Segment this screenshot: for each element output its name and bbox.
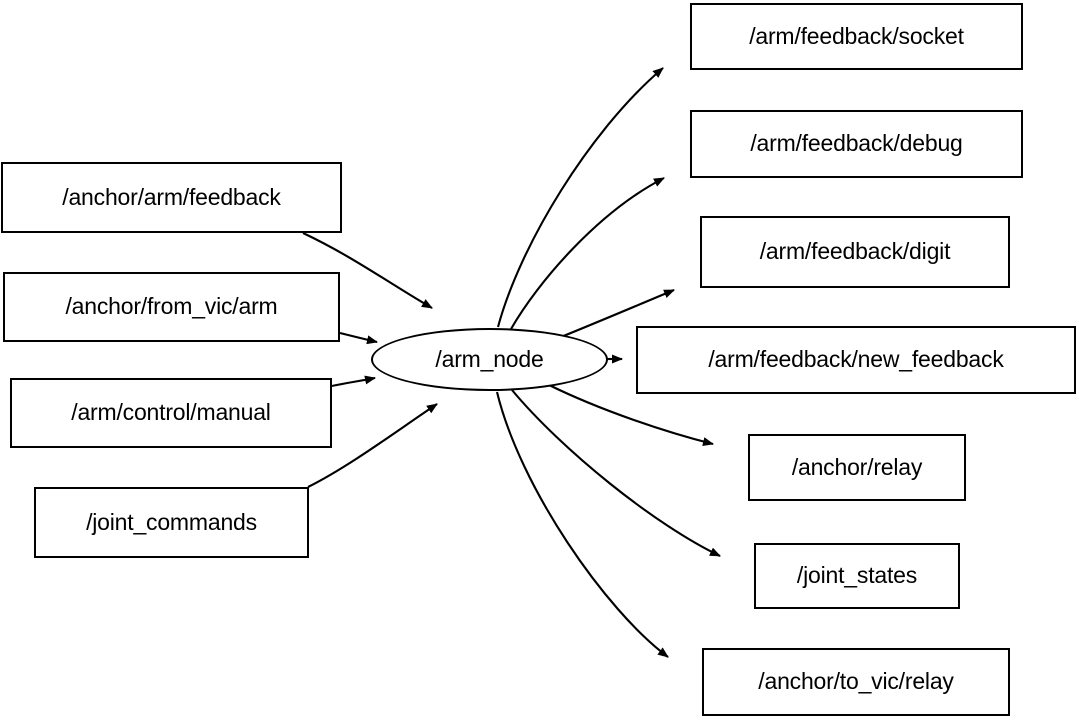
node-anchor-arm-feedback[interactable]: /anchor/arm/feedback bbox=[1, 162, 342, 233]
node-arm-node[interactable]: /arm_node bbox=[371, 328, 608, 391]
edge-arm-node-to-joint-states bbox=[511, 389, 721, 557]
edge-joint-commands-to-arm-node bbox=[307, 403, 438, 488]
node-arm-feedback-digit[interactable]: /arm/feedback/digit bbox=[700, 216, 1010, 288]
edge-anchor-arm-feedback-to-arm-node bbox=[302, 232, 433, 309]
edge-arm-node-to-anchor-relay bbox=[548, 384, 714, 446]
node-label: /anchor/from_vic/arm bbox=[65, 293, 278, 320]
node-label: /arm/control/manual bbox=[71, 399, 271, 426]
node-anchor-to-vic-relay[interactable]: /anchor/to_vic/relay bbox=[702, 648, 1010, 716]
edge-arm-node-to-arm-feedback-socket bbox=[496, 67, 664, 328]
edge-arm-node-to-arm-feedback-debug bbox=[510, 177, 665, 330]
node-arm-feedback-debug[interactable]: /arm/feedback/debug bbox=[690, 110, 1023, 178]
node-arm-control-manual[interactable]: /arm/control/manual bbox=[10, 378, 332, 448]
node-label: /anchor/relay bbox=[791, 453, 923, 480]
node-joint-states[interactable]: /joint_states bbox=[754, 543, 960, 609]
node-anchor-relay[interactable]: /anchor/relay bbox=[748, 434, 966, 501]
node-label: /joint_states bbox=[796, 562, 918, 589]
edge-anchor-from-vic-arm-to-arm-node bbox=[339, 331, 378, 345]
edge-arm-node-to-anchor-to-vic-relay bbox=[495, 391, 669, 658]
node-arm-feedback-new-feedback[interactable]: /arm/feedback/new_feedback bbox=[636, 326, 1076, 394]
node-label: /anchor/arm/feedback bbox=[62, 183, 281, 210]
node-label: /joint_commands bbox=[86, 508, 257, 535]
node-label: /arm/feedback/digit bbox=[759, 238, 951, 265]
node-label: /arm/feedback/new_feedback bbox=[708, 346, 1004, 373]
node-arm-feedback-socket[interactable]: /arm/feedback/socket bbox=[690, 3, 1023, 70]
edge-arm-node-to-arm-feedback-digit bbox=[560, 289, 675, 338]
node-label: /arm/feedback/socket bbox=[749, 22, 964, 49]
edge-arm-control-manual-to-arm-node bbox=[331, 375, 376, 388]
node-joint-commands[interactable]: /joint_commands bbox=[34, 487, 309, 558]
node-label: /arm/feedback/debug bbox=[750, 130, 963, 157]
node-anchor-from-vic-arm[interactable]: /anchor/from_vic/arm bbox=[3, 272, 340, 342]
node-label: /arm_node bbox=[435, 346, 544, 372]
node-label: /anchor/to_vic/relay bbox=[758, 668, 954, 695]
